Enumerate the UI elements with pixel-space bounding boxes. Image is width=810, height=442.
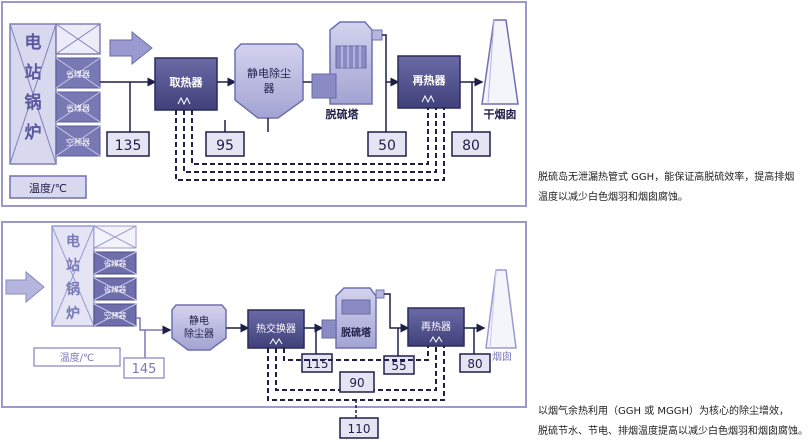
economizer2-2-label: 省煤器 (104, 284, 127, 294)
temp-value-55: 55 (391, 359, 406, 373)
temp-box-145 (123, 357, 165, 379)
temp-box-110 (339, 417, 379, 439)
boiler2-char-3: 锅 (66, 282, 80, 298)
scrubber-2: 脱硫塔 (321, 287, 385, 349)
scrubber-1: 脱硫塔 (311, 21, 383, 121)
temp-box-55 (383, 355, 415, 375)
temp-value-80: 80 (462, 138, 480, 154)
reheater-label-2: 再热器 (421, 320, 451, 333)
chimney-label-2: 烟囱 (492, 350, 512, 363)
heat-taker-box (154, 57, 218, 111)
scrubber-label-2: 脱硫塔 (341, 326, 372, 339)
caption-1-line-2: 温度以减少白色烟羽和烟囱腐蚀。 (538, 192, 688, 203)
temp-value-95: 95 (216, 138, 234, 154)
heat-exchanger-label: 热交换器 (256, 322, 296, 335)
temp-box-90 (339, 371, 375, 393)
reheater-label-1: 再热器 (413, 73, 447, 87)
temp-value-50: 50 (378, 138, 396, 154)
boiler-char-1: 电 (25, 32, 42, 53)
flue-gas-arrow-2 (5, 270, 45, 304)
boiler-1: 电 站 锅 炉 省煤器 省煤器 空预器 (9, 23, 101, 165)
air-preheater2-label: 空预器 (104, 310, 127, 320)
esp-box-1 (234, 43, 304, 119)
boiler-char-4: 炉 (25, 122, 42, 143)
temp-box-95 (205, 131, 245, 157)
temp-value-145: 145 (132, 362, 157, 377)
chimney-2 (485, 269, 517, 349)
chimney-1 (481, 19, 519, 105)
caption-2-line-2: 脱硫节水、节电、排烟温度提高以减少白色烟羽和烟囱腐蚀。 (538, 426, 808, 437)
air-preheater-label: 空预器 (66, 137, 90, 147)
boiler-char-2: 站 (25, 62, 42, 83)
caption-1: 脱硫岛无泄漏热管式 GGH，能保证高脱硫效率，提高排烟 温度以减少白色烟羽和烟囱… (538, 168, 806, 208)
esp2-label-line2: 除尘器 (184, 327, 214, 340)
panel-2: 电 站 锅 炉 省煤器 省煤器 空预器 145 静电 除尘器 热交换器 (1, 221, 527, 439)
esp-label-line1: 静电除尘 (247, 66, 291, 80)
esp-box-2 (171, 304, 227, 351)
boiler-2: 电 站 锅 炉 省煤器 省煤器 空预器 (51, 225, 137, 327)
caption-1-line-1: 脱硫岛无泄漏热管式 GGH，能保证高脱硫效率，提高排烟 (538, 172, 795, 183)
temp-box-115 (301, 353, 333, 373)
temp-legend-label-2: 温度/℃ (60, 351, 95, 364)
heat-pipe-loop-1 (175, 108, 445, 181)
flue-gas-arrow-1 (109, 30, 153, 66)
reheater-box-2 (407, 307, 465, 347)
esp2-label-line1: 静电 (189, 314, 209, 327)
temp-value-110: 110 (348, 422, 371, 436)
temp-box-80b (459, 353, 491, 373)
caption-2-line-1: 以烟气余热利用（GGH 或 MGGH）为核心的除尘增效， (538, 406, 790, 417)
boiler2-char-4: 炉 (66, 305, 80, 322)
chimney-label-1: 干烟囱 (484, 107, 517, 121)
temp-legend-2 (33, 347, 121, 367)
boiler2-char-2: 站 (66, 257, 80, 274)
temp-value-90: 90 (349, 376, 364, 390)
economizer2-1-label: 省煤器 (104, 258, 127, 268)
panel-1: 电 站 锅 炉 省煤器 省煤器 空预器 135 取热器 (1, 1, 527, 207)
heat-taker-label: 取热器 (170, 75, 204, 89)
temp-value-135: 135 (115, 138, 142, 154)
temp-legend-1 (9, 175, 87, 199)
economizer-2-label: 省煤器 (66, 103, 90, 113)
temp-box-50 (367, 131, 407, 157)
heat-exchanger-box (247, 309, 305, 349)
scrubber-label-1: 脱硫塔 (326, 107, 360, 121)
economizer-1-label: 省煤器 (66, 69, 90, 79)
temp-box-80 (451, 131, 491, 157)
esp-label-line2: 器 (264, 82, 275, 95)
boiler2-char-1: 电 (66, 233, 80, 250)
temp-box-135 (106, 131, 150, 157)
temp-value-80b: 80 (467, 357, 482, 371)
temp-legend-label-1: 温度/℃ (29, 181, 67, 195)
boiler-char-3: 锅 (25, 92, 42, 113)
caption-2: 以烟气余热利用（GGH 或 MGGH）为核心的除尘增效， 脱硫节水、节电、排烟温… (538, 402, 808, 442)
